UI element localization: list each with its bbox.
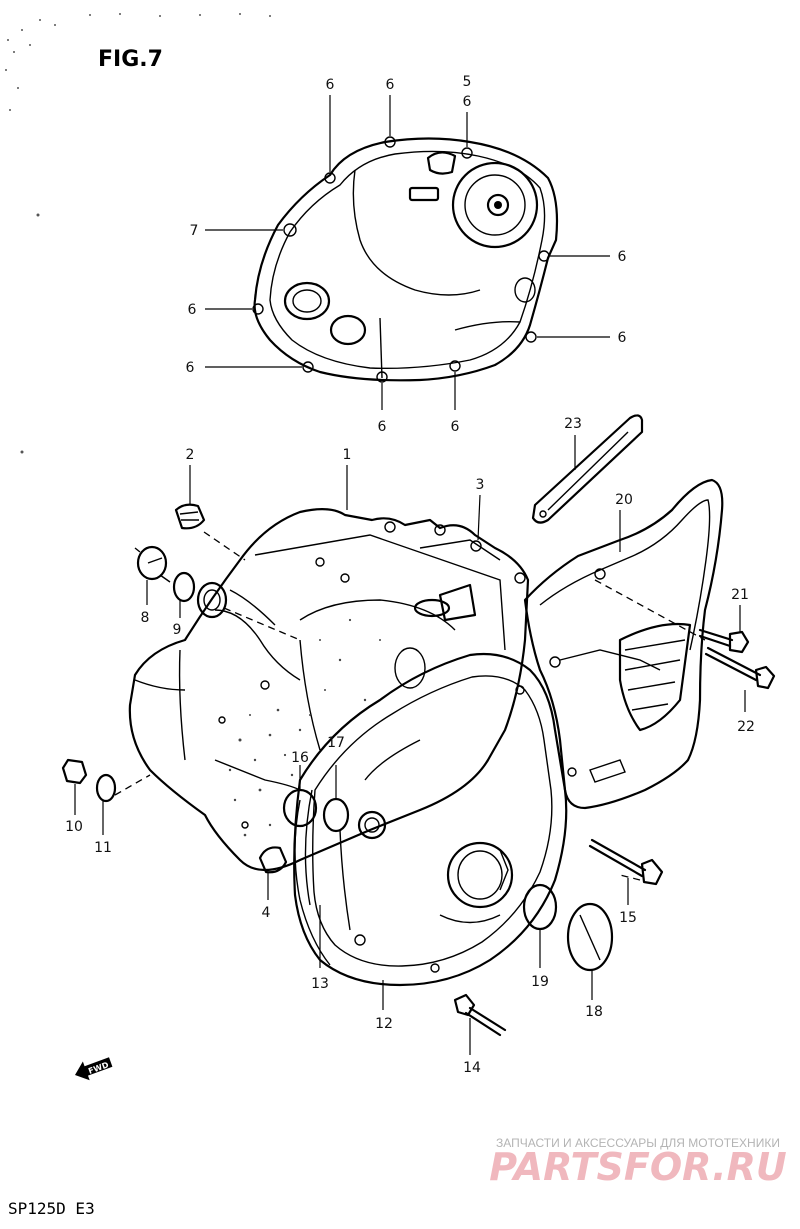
- callout-19: 19: [531, 974, 549, 990]
- callout-16: 16: [291, 750, 309, 766]
- top-leader-lines: [205, 95, 610, 410]
- chain-guide-strip: [531, 414, 644, 524]
- generator-cover: [293, 652, 568, 987]
- watermark-tagline: ЗАПЧАСТИ И АКСЕССУАРЫ ДЛЯ МОТОТЕХНИКИ: [496, 1136, 780, 1150]
- callout-12: 12: [375, 1016, 393, 1032]
- callout-6: 6: [386, 77, 395, 93]
- callout-2: 2: [186, 447, 195, 463]
- callout-13: 13: [311, 976, 329, 992]
- callout-8: 8: [141, 610, 150, 626]
- scan-noise: [5, 13, 271, 454]
- callout-15: 15: [619, 910, 637, 926]
- callout-11: 11: [94, 840, 112, 856]
- callout-6: 6: [188, 302, 197, 318]
- callout-3: 3: [476, 477, 485, 493]
- callout-22: 22: [737, 719, 755, 735]
- callout-4: 4: [262, 905, 271, 921]
- outer-clutch-cover: [252, 136, 559, 383]
- callout-labels: 6 6 5 6 7 6 6 6 6 6 6 2 1 3 23 20 21 22 …: [65, 74, 755, 1076]
- callout-6: 6: [618, 249, 627, 265]
- callout-20: 20: [615, 492, 633, 508]
- callout-6: 6: [451, 419, 460, 435]
- lower-leader-lines: [74, 435, 746, 1055]
- callout-14: 14: [463, 1060, 481, 1076]
- callout-9: 9: [173, 622, 182, 638]
- callout-7: 7: [190, 223, 199, 239]
- callout-17: 17: [327, 735, 345, 751]
- callout-21: 21: [731, 587, 749, 603]
- fwd-arrow-icon: FWD: [75, 1057, 113, 1081]
- watermark-brand: PARTSFOR.RU: [489, 1145, 787, 1189]
- left-crankcase-cover: [128, 508, 530, 871]
- model-code: SP125D E3: [8, 1199, 95, 1218]
- callout-6: 6: [378, 419, 387, 435]
- callout-10: 10: [65, 819, 83, 835]
- callout-5: 5: [463, 74, 472, 90]
- callout-6: 6: [463, 94, 472, 110]
- assembly-lines: [114, 531, 706, 881]
- svg-text:FWD: FWD: [87, 1060, 110, 1076]
- small-parts: [61, 503, 776, 1037]
- callout-6: 6: [326, 77, 335, 93]
- sprocket-guard: [523, 478, 724, 810]
- callout-23: 23: [564, 416, 582, 432]
- callout-1: 1: [343, 447, 352, 463]
- callout-18: 18: [585, 1004, 603, 1020]
- callout-6: 6: [186, 360, 195, 376]
- figure-title: FIG.7: [98, 47, 163, 72]
- watermark: ЗАПЧАСТИ И АКСЕССУАРЫ ДЛЯ МОТОТЕХНИКИ PA…: [489, 1136, 787, 1189]
- callout-6: 6: [618, 330, 627, 346]
